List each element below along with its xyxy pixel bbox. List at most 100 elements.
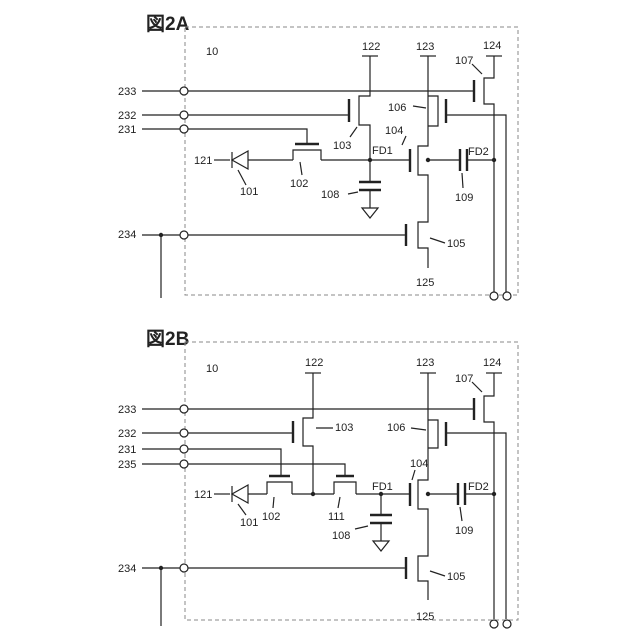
leader bbox=[273, 497, 274, 508]
wire-231 bbox=[188, 129, 307, 143]
label-234: 234 bbox=[118, 229, 136, 241]
label-233: 233 bbox=[118, 86, 136, 98]
leader bbox=[430, 571, 445, 576]
label-fd2: FD2 bbox=[468, 481, 489, 493]
leader bbox=[411, 428, 426, 430]
label-121: 121 bbox=[194, 155, 212, 167]
label-108: 108 bbox=[321, 189, 339, 201]
label-111: 111 bbox=[328, 511, 345, 523]
wire-235 bbox=[188, 464, 345, 475]
label-103: 103 bbox=[335, 422, 353, 434]
transistor-107-channel bbox=[484, 56, 494, 293]
figure-title: 図2B bbox=[146, 328, 189, 350]
label-231: 231 bbox=[118, 444, 136, 456]
junction bbox=[426, 492, 430, 496]
label-102: 102 bbox=[290, 178, 308, 190]
leader bbox=[462, 173, 463, 188]
label-101: 101 bbox=[240, 186, 258, 198]
label-106: 106 bbox=[387, 422, 405, 434]
terminal-232 bbox=[180, 111, 188, 119]
figure-2b: 図2B 10 233 232 231 235 234 121 101 bbox=[118, 328, 518, 628]
output-terminal bbox=[503, 292, 511, 300]
leader bbox=[402, 136, 406, 145]
transistor-111-channel bbox=[334, 482, 356, 494]
leader bbox=[430, 238, 445, 243]
photodiode-101 bbox=[232, 485, 248, 503]
output-terminal bbox=[490, 292, 498, 300]
leader bbox=[472, 382, 482, 392]
terminal-233 bbox=[180, 87, 188, 95]
junction bbox=[311, 492, 315, 496]
label-124: 124 bbox=[483, 357, 501, 369]
terminal-232 bbox=[180, 429, 188, 437]
label-123: 123 bbox=[416, 41, 434, 53]
label-124: 124 bbox=[483, 40, 501, 52]
wire-106-gate bbox=[446, 115, 506, 293]
label-233: 233 bbox=[118, 404, 136, 416]
transistor-103-channel bbox=[359, 56, 370, 160]
leader bbox=[238, 504, 246, 515]
label-105: 105 bbox=[447, 238, 465, 250]
ground-icon bbox=[373, 541, 389, 551]
label-107: 107 bbox=[455, 373, 473, 385]
transistor-102-channel bbox=[293, 150, 321, 160]
label-102: 102 bbox=[262, 511, 280, 523]
leader bbox=[338, 497, 340, 508]
leader bbox=[238, 170, 246, 185]
terminal-233 bbox=[180, 405, 188, 413]
label-106: 106 bbox=[388, 102, 406, 114]
label-125: 125 bbox=[416, 611, 434, 623]
label-123: 123 bbox=[416, 357, 434, 369]
terminal-231 bbox=[180, 125, 188, 133]
label-108: 108 bbox=[332, 530, 350, 542]
label-101: 101 bbox=[240, 517, 258, 529]
block-label: 10 bbox=[206, 46, 218, 58]
terminal-234 bbox=[180, 231, 188, 239]
leader bbox=[413, 106, 426, 108]
label-fd1: FD1 bbox=[372, 145, 393, 157]
transistor-104-105-channel bbox=[418, 373, 428, 600]
terminal-231 bbox=[180, 445, 188, 453]
leader bbox=[350, 127, 357, 137]
output-terminal bbox=[490, 620, 498, 628]
junction bbox=[426, 158, 430, 162]
leader bbox=[300, 162, 302, 175]
transistor-107-channel bbox=[484, 373, 494, 619]
terminal-235 bbox=[180, 460, 188, 468]
leader bbox=[348, 192, 358, 194]
leader bbox=[460, 507, 462, 521]
label-fd2: FD2 bbox=[468, 146, 489, 158]
wire-231 bbox=[188, 449, 281, 475]
figure-title: 図2A bbox=[146, 13, 190, 35]
label-109: 109 bbox=[455, 525, 473, 537]
label-105: 105 bbox=[447, 571, 465, 583]
leader bbox=[472, 64, 482, 74]
transistor-104-105-channel bbox=[418, 56, 428, 268]
label-103: 103 bbox=[333, 140, 351, 152]
label-234: 234 bbox=[118, 563, 136, 575]
label-125: 125 bbox=[416, 277, 434, 289]
figure-2a: 図2A 10 233 232 231 234 121 101 bbox=[118, 13, 518, 300]
label-232: 232 bbox=[118, 110, 136, 122]
terminal-234 bbox=[180, 564, 188, 572]
transistor-106-channel bbox=[428, 96, 438, 126]
label-107: 107 bbox=[455, 55, 473, 67]
label-104: 104 bbox=[410, 458, 428, 470]
block-label: 10 bbox=[206, 363, 218, 375]
label-231: 231 bbox=[118, 124, 136, 136]
leader bbox=[355, 526, 368, 529]
photodiode-101 bbox=[232, 151, 248, 169]
output-terminal bbox=[503, 620, 511, 628]
label-235: 235 bbox=[118, 459, 136, 471]
label-121: 121 bbox=[194, 489, 212, 501]
transistor-102-channel bbox=[267, 482, 292, 494]
transistor-103-channel bbox=[303, 373, 313, 494]
label-232: 232 bbox=[118, 428, 136, 440]
ground-icon bbox=[362, 208, 378, 218]
leader bbox=[412, 470, 415, 480]
label-fd1: FD1 bbox=[372, 481, 393, 493]
label-122: 122 bbox=[305, 357, 323, 369]
label-104: 104 bbox=[385, 125, 403, 137]
label-122: 122 bbox=[362, 41, 380, 53]
